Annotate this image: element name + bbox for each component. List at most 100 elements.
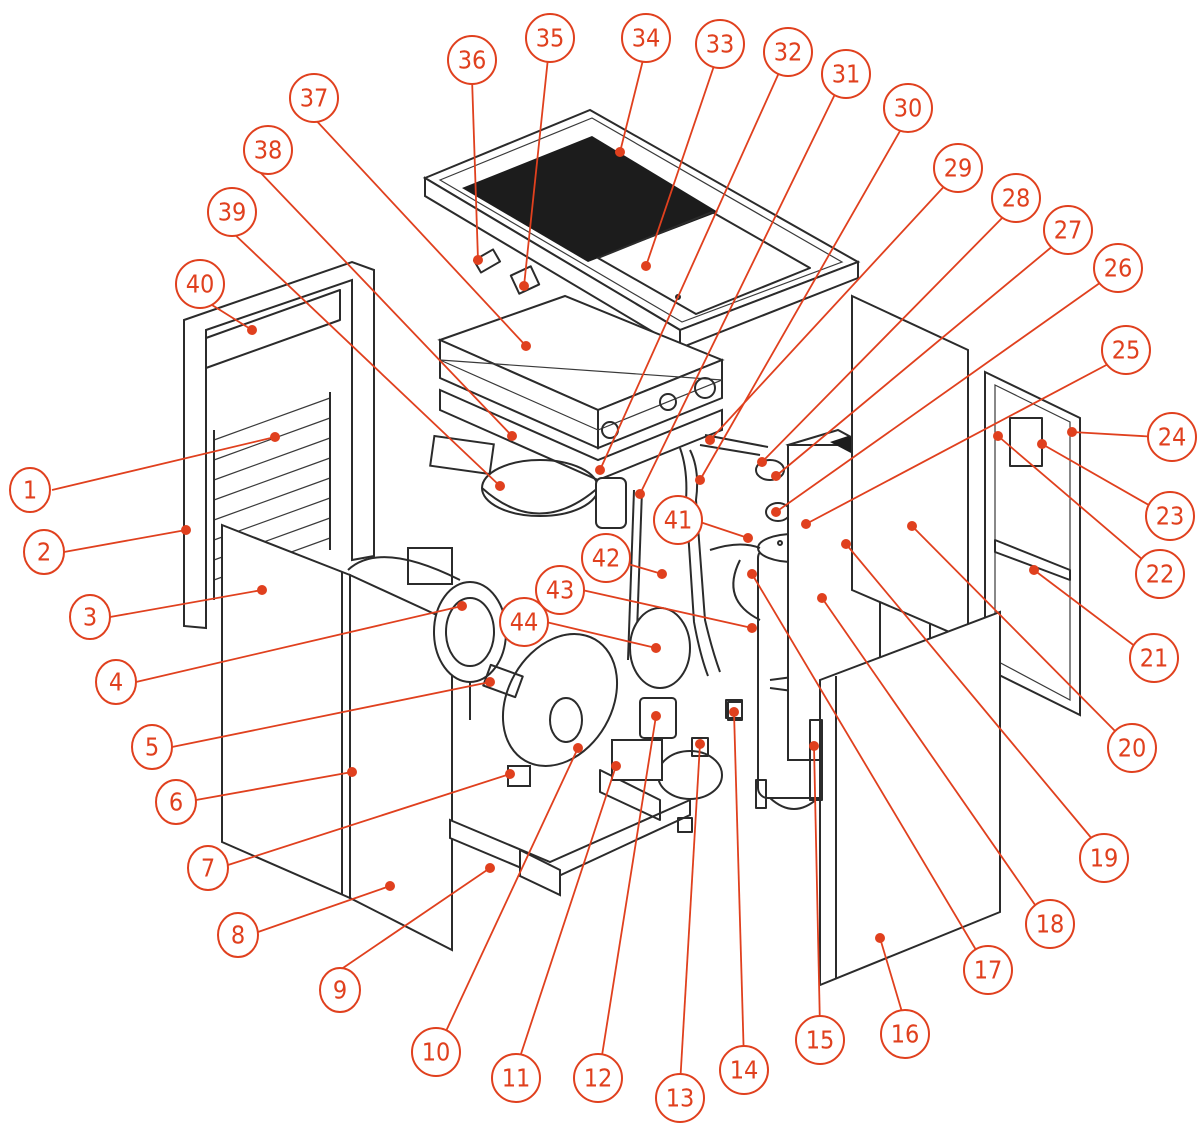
top-cover-plate [597,211,811,315]
callout-26: 26 [1093,243,1143,293]
callout-label: 16 [891,1020,920,1049]
callout-30: 30 [883,83,933,133]
callout-16: 16 [880,1009,930,1059]
callout-44: 44 [499,597,549,647]
callout-label: 44 [510,608,539,637]
callout-35: 35 [525,13,575,63]
callout-label: 35 [536,24,565,53]
callout-leaders [51,55,1159,1086]
callout-27: 27 [1043,205,1093,255]
callout-36: 36 [447,35,497,85]
callout-1: 1 [9,467,51,513]
callout-label: 24 [1158,423,1187,452]
callout-38: 38 [243,125,293,175]
oil-filter-hoses [595,434,791,677]
callout-label: 18 [1036,910,1065,939]
callout-34: 34 [621,13,671,63]
callout-label: 25 [1112,336,1141,365]
callout-label: 27 [1054,216,1083,245]
callout-label: 1 [23,476,37,505]
callout-label: 19 [1090,844,1119,873]
callout-label: 23 [1156,502,1185,531]
callout-label: 11 [502,1064,531,1093]
callout-23: 23 [1145,491,1195,541]
callout-label: 12 [584,1064,613,1093]
callout-label: 21 [1140,644,1169,673]
callout-5: 5 [131,724,173,770]
top-fittings [472,248,541,295]
callout-43: 43 [535,565,585,615]
callout-label: 38 [254,136,283,165]
callout-3: 3 [69,594,111,640]
callout-32: 32 [763,27,813,77]
callout-label: 7 [201,854,215,883]
callout-label: 42 [592,544,621,573]
callout-label: 29 [944,154,973,183]
callout-4: 4 [95,659,137,705]
callout-21: 21 [1129,633,1179,683]
callout-6: 6 [155,779,197,825]
callout-28: 28 [991,173,1041,223]
callout-label: 2 [37,538,51,567]
callout-label: 33 [706,30,735,59]
callout-22: 22 [1135,549,1185,599]
callout-42: 42 [581,533,631,583]
callout-label: 15 [806,1026,835,1055]
callout-label: 17 [974,956,1003,985]
callout-label: 43 [546,576,575,605]
callout-label: 13 [666,1084,695,1113]
callout-label: 30 [894,94,923,123]
callout-31: 31 [821,49,871,99]
callout-label: 9 [333,976,347,1005]
callout-12: 12 [573,1053,623,1103]
callout-label: 5 [145,733,159,762]
callout-7: 7 [187,845,229,891]
callout-label: 10 [422,1038,451,1067]
callout-17: 17 [963,945,1013,995]
right-front-door [809,610,1001,987]
front-door-panels [221,523,453,952]
motor [347,547,507,720]
callout-11: 11 [491,1053,541,1103]
callout-24: 24 [1147,412,1197,462]
callout-label: 20 [1118,734,1147,763]
callout-29: 29 [933,143,983,193]
callout-label: 8 [231,921,245,950]
callout-label: 14 [730,1056,759,1085]
callout-label: 26 [1104,254,1133,283]
callout-label: 39 [218,198,247,227]
cooler-radiator [429,294,725,517]
callout-label: 37 [300,84,329,113]
callout-20: 20 [1107,723,1157,773]
callout-labels: 1 2 3 4 5 6 7 8 9 10 11 12 13 14 15 16 1… [9,13,1197,1123]
callout-13: 13 [655,1073,705,1123]
callout-label: 34 [632,24,661,53]
callout-label: 4 [109,668,123,697]
callout-label: 6 [169,788,183,817]
callout-label: 22 [1146,560,1175,589]
callout-40: 40 [175,259,225,309]
callout-25: 25 [1101,325,1151,375]
coupling-housing [482,633,619,767]
callout-label: 31 [832,60,861,89]
callout-label: 40 [186,270,215,299]
top-grille-mesh [462,136,718,262]
callout-39: 39 [207,187,257,237]
air-end [611,697,743,833]
callout-19: 19 [1079,833,1129,883]
callout-18: 18 [1025,899,1075,949]
callout-41: 41 [653,495,703,545]
callout-2: 2 [23,529,65,575]
compressor-exploded-drawing [183,108,1081,987]
callout-label: 41 [664,506,693,535]
callout-label: 32 [774,38,803,67]
callout-8: 8 [217,912,259,958]
callout-label: 28 [1002,184,1031,213]
callout-10: 10 [411,1027,461,1077]
callout-37: 37 [289,73,339,123]
callout-33: 33 [695,19,745,69]
callout-label: 3 [83,603,97,632]
callout-14: 14 [719,1045,769,1095]
top-cover-panel [422,108,861,350]
